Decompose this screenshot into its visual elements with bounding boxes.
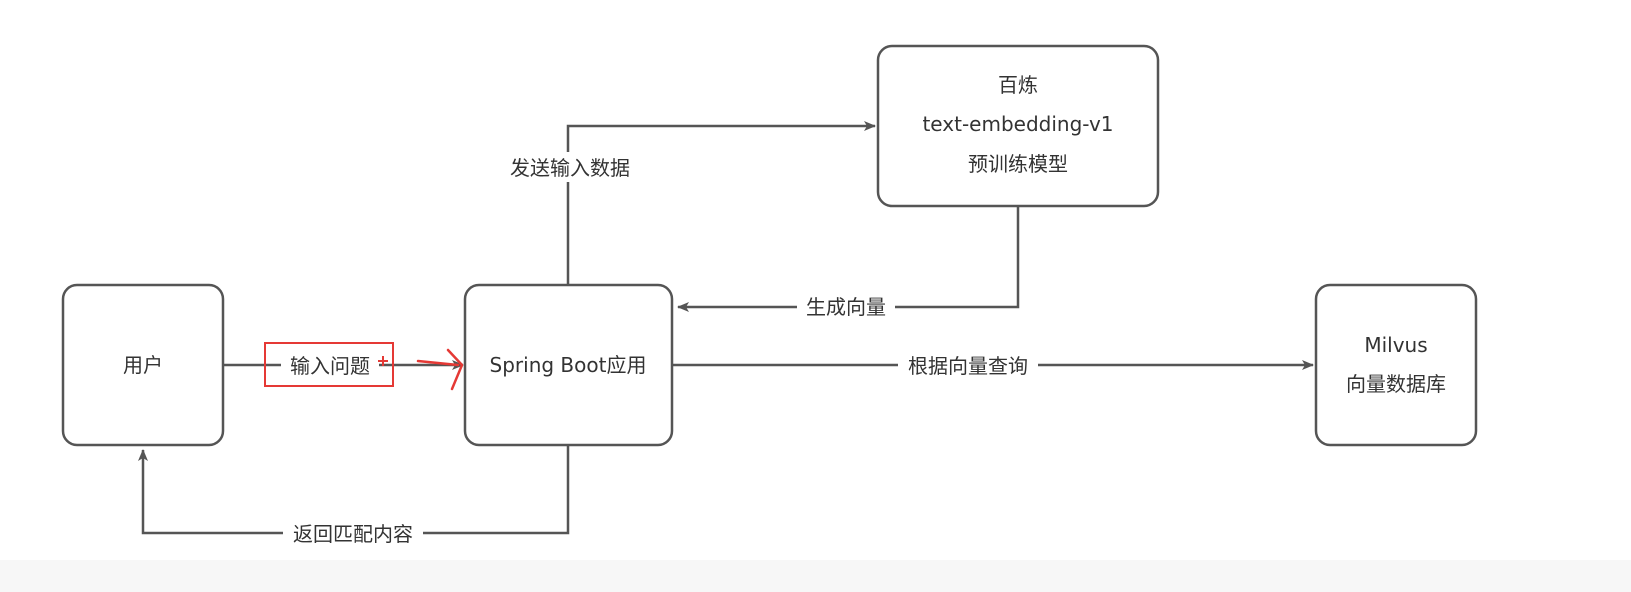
edge-label-query-by-vector: 根据向量查询 (908, 354, 1028, 378)
node-bailian: 百炼 text-embedding-v1 预训练模型 (876, 44, 1160, 208)
node-user: 用户 (61, 283, 225, 447)
node-milvus-line1: Milvus (1364, 333, 1427, 357)
edge-query-by-vector: 根据向量查询 (672, 348, 1314, 378)
node-spring-boot: Spring Boot应用 (463, 283, 674, 447)
node-bailian-line2: text-embedding-v1 (922, 112, 1113, 136)
node-bailian-line3: 预训练模型 (968, 152, 1068, 176)
bottom-band (0, 560, 1631, 592)
edge-generate-vector: 生成向量 (677, 206, 1020, 322)
edge-label-bg (283, 518, 423, 548)
node-milvus-line2: 向量数据库 (1346, 372, 1446, 396)
edge-label-return-matches: 返回匹配内容 (293, 522, 413, 546)
node-milvus-box (1314, 283, 1478, 447)
red-annotation (264, 342, 464, 391)
edge-return-matches: 返回匹配内容 (138, 445, 570, 548)
node-spring-boot-label: Spring Boot应用 (490, 353, 647, 377)
edge-label-input-question: 输入问题 (290, 354, 370, 378)
edge-label-bg (898, 348, 1038, 378)
annotation-highlight-box (264, 342, 394, 387)
node-user-label: 用户 (123, 353, 163, 377)
node-spring-boot-box (463, 283, 674, 447)
annotation-arrow-head (446, 348, 464, 391)
node-bailian-box (876, 44, 1160, 208)
node-milvus: Milvus 向量数据库 (1314, 283, 1478, 447)
annotation-arrow-shaft (416, 359, 460, 367)
edge-label-generate-vector: 生成向量 (806, 295, 886, 319)
edge-label-send-input-data: 发送输入数据 (510, 156, 630, 180)
annotation-plus-mark (378, 356, 388, 366)
node-bailian-line1: 百炼 (998, 73, 1038, 97)
edge-label-bg (281, 348, 379, 378)
edge-label-bg (500, 152, 640, 182)
edge-input-question: 输入问题 (223, 348, 464, 378)
node-user-box (61, 283, 225, 447)
edge-label-bg (797, 292, 895, 322)
edge-send-input-data: 发送输入数据 (500, 121, 876, 285)
